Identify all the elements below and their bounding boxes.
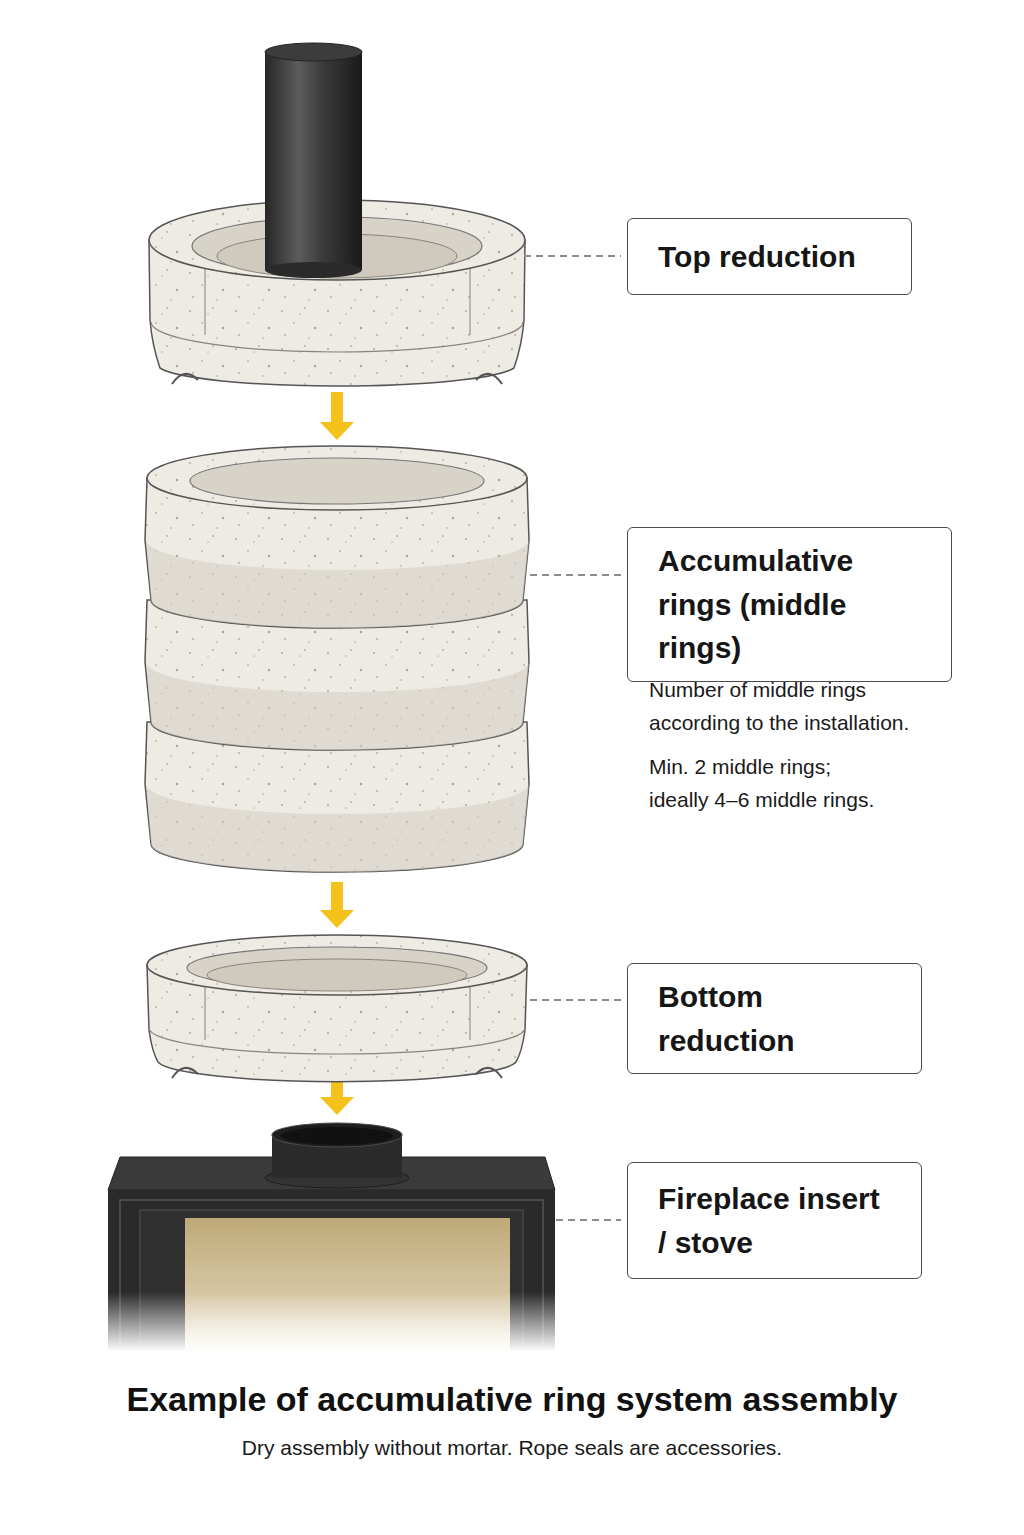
collar-opening	[281, 1127, 393, 1145]
base-notch	[172, 1068, 198, 1078]
assembly-arrow	[320, 392, 354, 440]
flue-pipe-top	[265, 43, 362, 61]
ring-band	[146, 540, 529, 628]
part-name: Top reduction	[658, 235, 856, 279]
top-reduction-figure	[149, 43, 525, 386]
diagram-caption: Dry assembly without mortar. Rope seals …	[0, 1436, 1024, 1460]
note-text: Number of middle rings according to the …	[649, 673, 944, 739]
ring-top	[147, 446, 527, 510]
stove-figure	[100, 1123, 570, 1352]
part-label-box: Fireplace insert / stove	[627, 1162, 922, 1279]
base-notch	[476, 1068, 502, 1078]
stove-fade	[100, 1292, 570, 1352]
leader-lines	[524, 256, 621, 1220]
ring-opening	[190, 458, 484, 504]
leader-line	[556, 1219, 621, 1221]
reduction-top	[147, 935, 527, 995]
base-notch	[476, 374, 502, 384]
part-label-box: Top reduction	[627, 218, 912, 295]
middle-rings-figure	[145, 446, 529, 872]
reduction-seat	[207, 959, 467, 991]
leader-line	[530, 999, 621, 1001]
ring-band	[146, 662, 529, 750]
part-label-box: Bottom reduction	[627, 963, 922, 1074]
note-text: Min. 2 middle rings; ideally 4–6 middle …	[649, 750, 891, 816]
ring-band	[146, 784, 529, 872]
part-label-box: Accumulative rings (middle rings)	[627, 527, 952, 682]
flue-pipe	[265, 52, 362, 270]
part-name: Fireplace insert / stove	[658, 1177, 890, 1264]
assembly-arrow	[320, 882, 354, 928]
flue-pipe-end	[265, 262, 362, 278]
part-name: Accumulative rings (middle rings)	[658, 539, 921, 670]
reduction-step	[151, 322, 523, 352]
base-notch	[172, 374, 198, 384]
leader-line	[524, 255, 621, 257]
diagram-title: Example of accumulative ring system asse…	[0, 1380, 1024, 1419]
part-name: Bottom reduction	[658, 975, 891, 1062]
leader-line	[530, 574, 621, 576]
collar-rim	[272, 1123, 402, 1147]
bottom-reduction-figure	[147, 935, 527, 1082]
